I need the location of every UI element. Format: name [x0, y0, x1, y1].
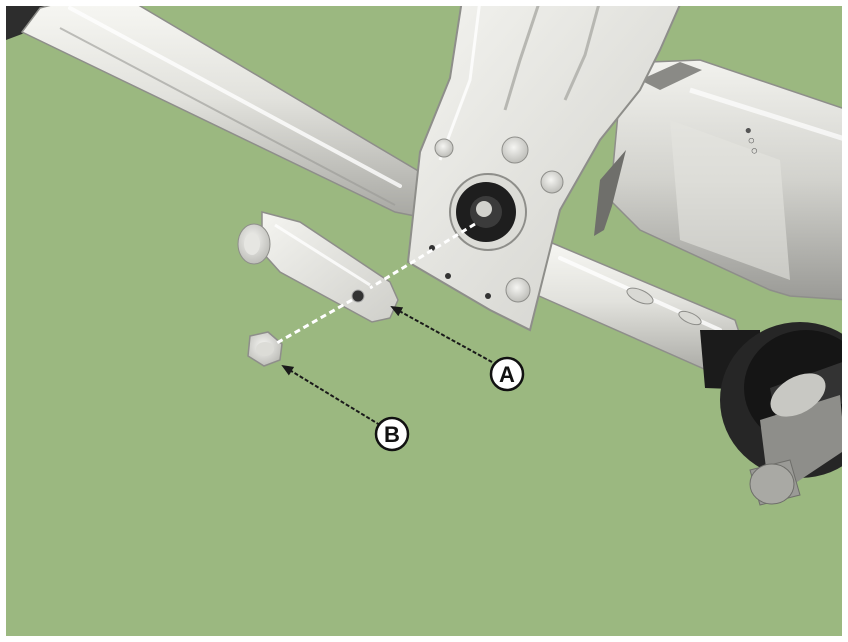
callout-a: A — [489, 356, 525, 392]
leader-arrow-a — [390, 306, 493, 363]
callout-b: B — [374, 416, 410, 452]
corner-fitting — [0, 0, 48, 40]
motor-output-shaft — [449, 173, 527, 251]
leader-arrow-b — [281, 364, 381, 426]
assembly-guide-line-shaft — [369, 222, 476, 290]
callout-b-circle — [374, 416, 410, 452]
assembly-guide-line-nut — [274, 298, 353, 346]
callout-a-circle — [489, 356, 525, 392]
crank-arm-part-a — [237, 211, 399, 323]
callout-a-label: A — [499, 362, 515, 387]
wiper-motor: ● ○ ○ — [594, 59, 848, 301]
callout-b-label: B — [384, 422, 400, 447]
wiper-pivot-right — [700, 322, 848, 506]
nut-part-b — [247, 331, 283, 367]
